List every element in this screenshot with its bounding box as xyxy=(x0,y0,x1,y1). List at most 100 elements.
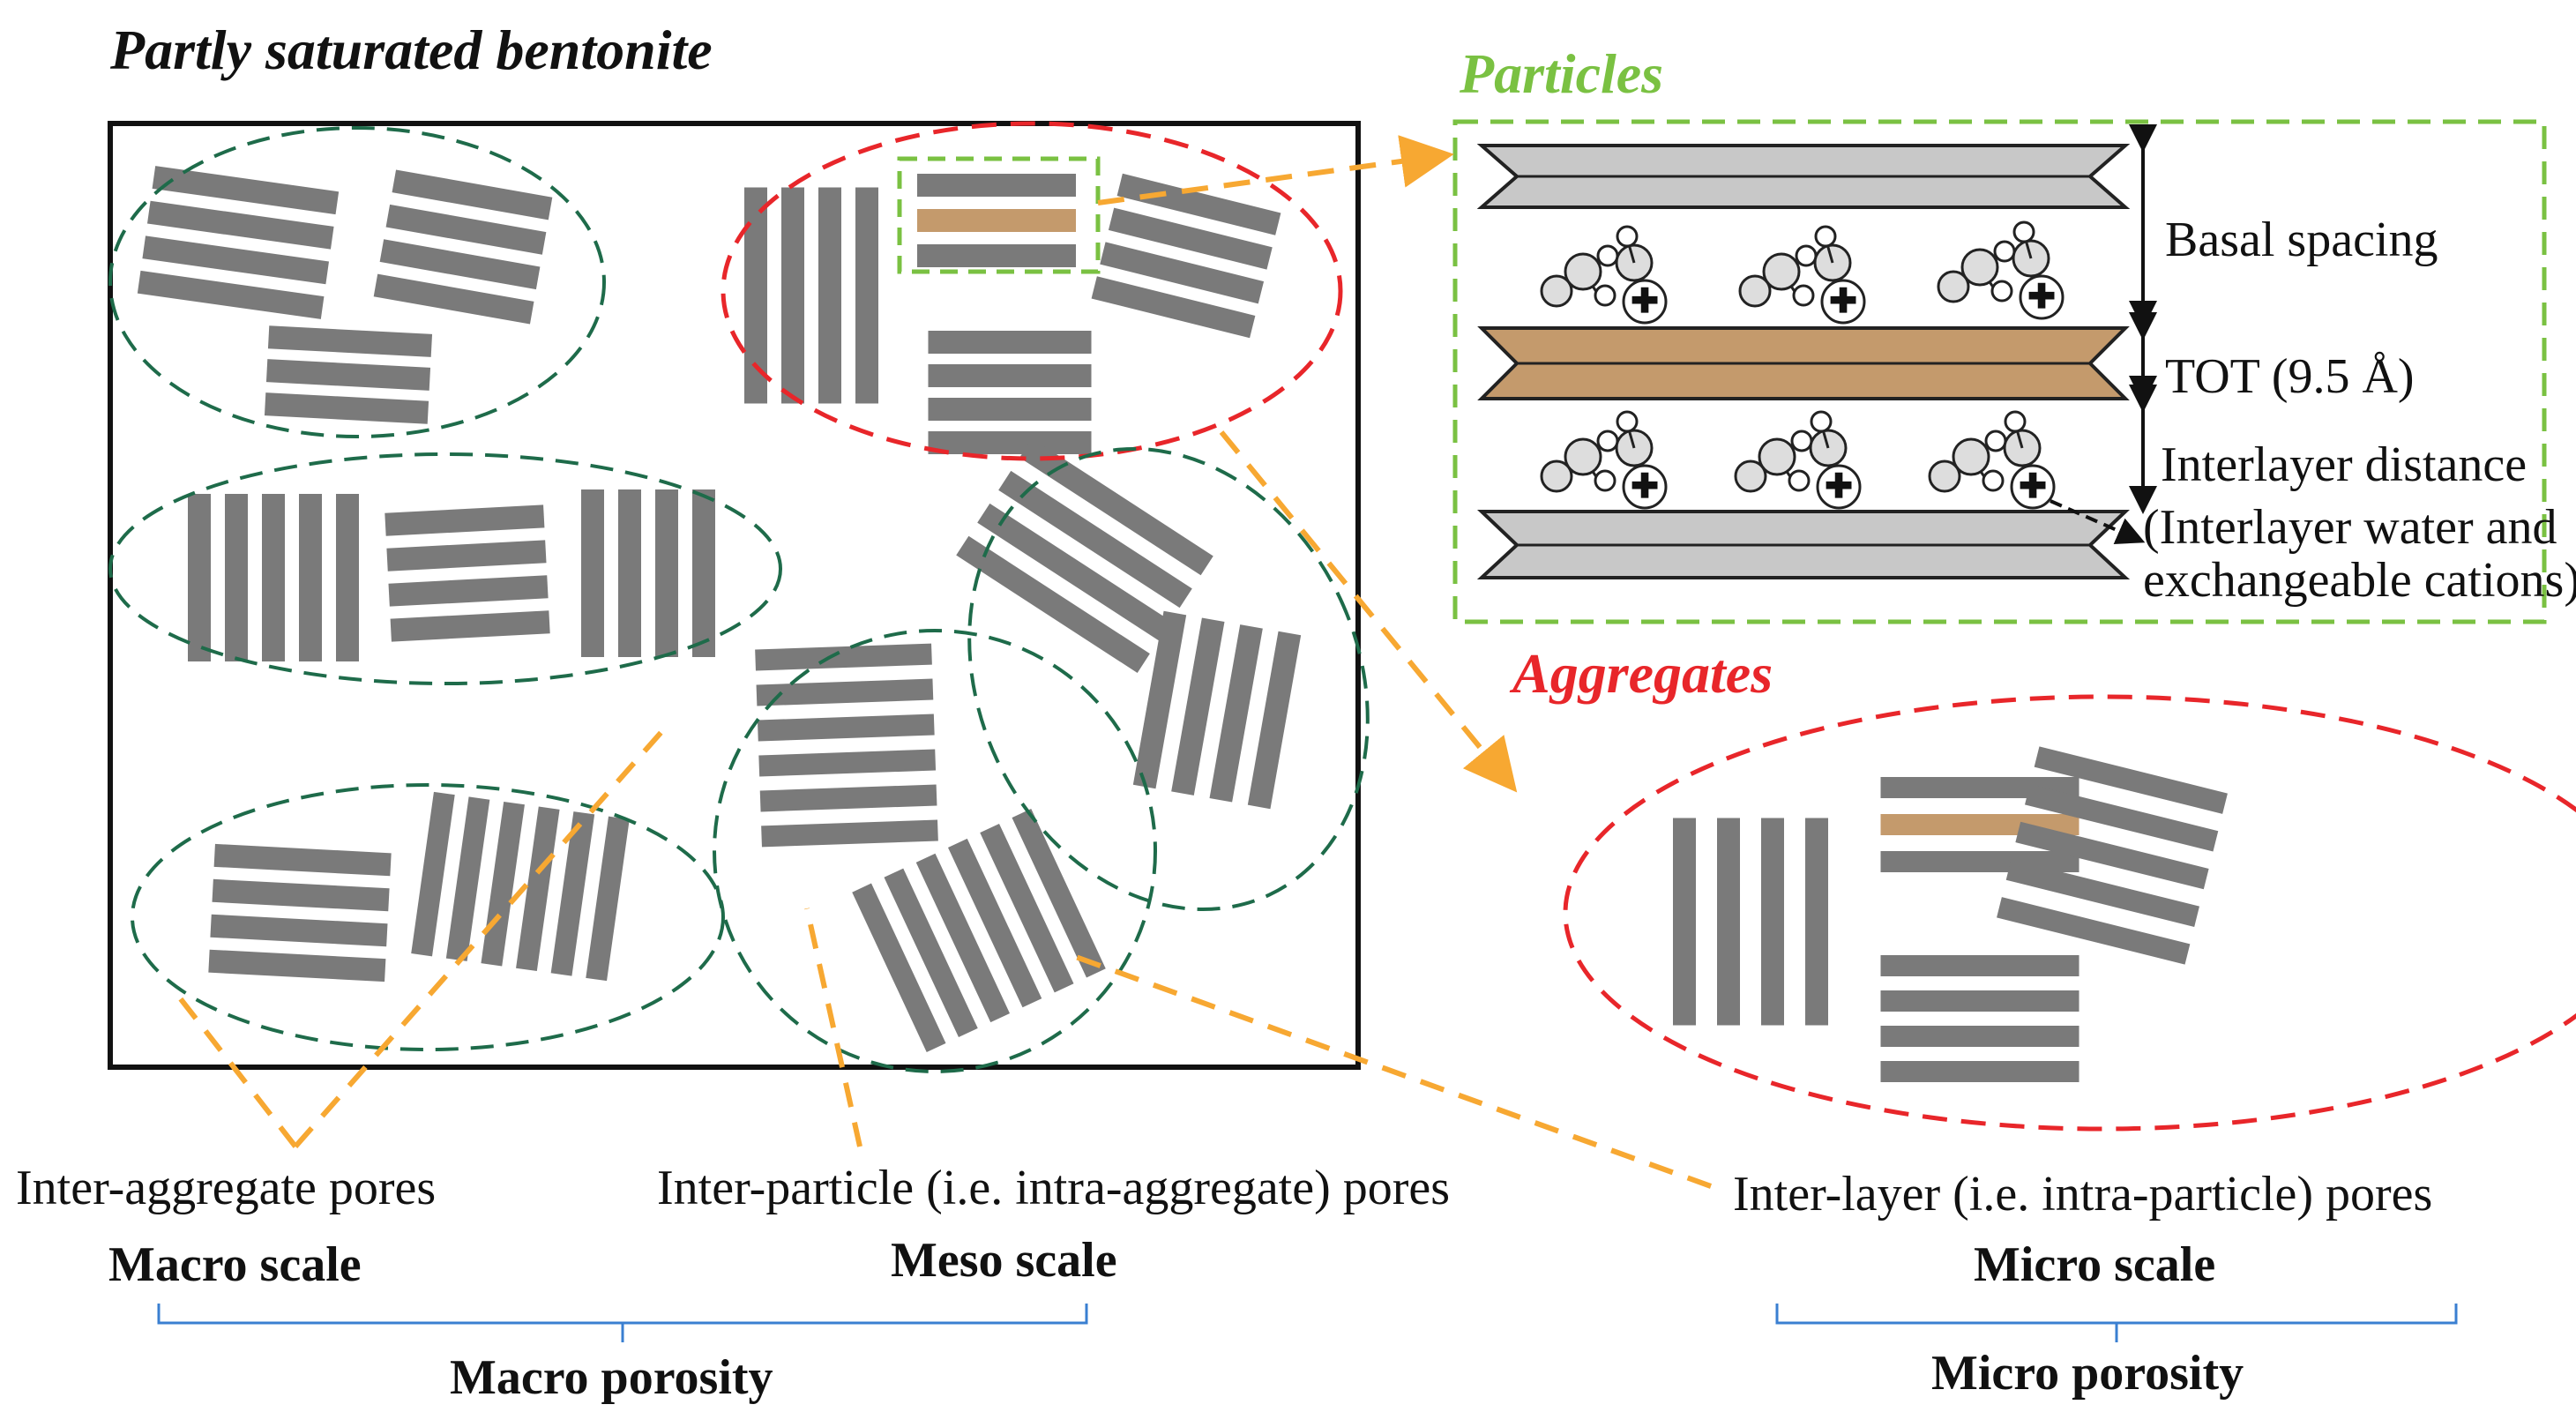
clay-layer xyxy=(756,678,934,706)
clay-layer xyxy=(385,204,547,255)
svg-text:✚: ✚ xyxy=(2027,279,2056,316)
particle-to-detail-arrow xyxy=(1097,135,1454,205)
clay-layer xyxy=(137,270,325,319)
clay-layer xyxy=(980,823,1074,993)
aggregate-outline-2 xyxy=(108,452,782,685)
clay-particle-stack xyxy=(755,643,938,848)
clay-layer xyxy=(208,949,386,982)
water-molecule-cluster: ✚ xyxy=(1738,225,1866,325)
clay-particle-stack xyxy=(917,174,1076,267)
clay-layer xyxy=(1019,438,1213,576)
particles-title: Particles xyxy=(1459,42,1663,105)
clay-layer xyxy=(264,392,429,424)
clay-layer xyxy=(2034,746,2228,814)
water-molecule-cluster: ✚ xyxy=(1540,410,1668,510)
clay-layer xyxy=(1717,818,1740,1026)
clay-layer xyxy=(744,187,767,404)
clay-layer xyxy=(761,819,938,848)
clay-layer xyxy=(550,811,595,976)
clay-particle-stack xyxy=(852,809,1106,1052)
clay-layer xyxy=(1880,955,2079,976)
clay-layer xyxy=(618,489,641,657)
micro-porosity-label: Micro porosity xyxy=(1931,1346,2244,1401)
clay-layer xyxy=(581,489,604,657)
inter-aggregate-pores-label: Inter-aggregate pores xyxy=(16,1161,436,1215)
clay-layer xyxy=(1100,242,1265,304)
clay-particle-stack xyxy=(373,169,553,325)
clay-layer xyxy=(1880,1026,2079,1047)
macro-pointer-a xyxy=(169,986,298,1148)
clay-layer xyxy=(1880,1061,2079,1082)
clay-particle-stack xyxy=(1880,955,2079,1082)
interlayer-note-pointer xyxy=(2050,499,2146,544)
clay-layer xyxy=(956,535,1150,673)
clay-layer xyxy=(336,494,359,661)
clay-layer xyxy=(385,504,545,536)
tot-sheet-middle xyxy=(1477,326,2130,400)
clay-particle-stack xyxy=(264,325,433,424)
clay-layer xyxy=(373,273,534,325)
clay-layer xyxy=(928,398,1092,421)
clay-layer xyxy=(146,200,334,250)
particle-selection-box xyxy=(897,156,1101,274)
svg-text:✚: ✚ xyxy=(1829,283,1857,320)
basal-spacing-label: Basal spacing xyxy=(2165,213,2438,267)
clay-layer xyxy=(445,796,490,961)
tot-label: TOT (9.5 Å) xyxy=(2165,349,2415,404)
connector-arrows xyxy=(169,135,1713,1189)
clay-layer xyxy=(759,784,937,812)
clay-layer xyxy=(692,489,715,657)
water-molecule-cluster: ✚ xyxy=(1937,220,2065,320)
aggregates-title: Aggregates xyxy=(1509,642,1773,705)
clay-layer xyxy=(781,187,804,404)
aggregate-to-detail-arrow xyxy=(1219,430,1518,793)
aggregate-outline-highlighted xyxy=(721,121,1343,461)
clay-layer xyxy=(998,470,1192,609)
aggregate-outline-5 xyxy=(131,783,725,1051)
clay-layer xyxy=(392,169,553,220)
clay-layer xyxy=(411,791,455,957)
water-molecule-cluster: ✚ xyxy=(1928,410,2056,510)
clay-layer xyxy=(855,187,878,404)
clay-particle-stack xyxy=(1673,818,1828,1026)
clay-layer xyxy=(655,489,678,657)
clay-particle-stack xyxy=(208,843,392,982)
clay-layer xyxy=(481,801,525,967)
clay-layer xyxy=(390,610,550,642)
meso-pointer xyxy=(804,908,862,1147)
clay-layer xyxy=(755,643,932,671)
clay-layer xyxy=(188,494,211,661)
clay-layer xyxy=(928,431,1092,454)
macro-porosity-bracket xyxy=(157,1304,1088,1342)
macro-porosity-label: Macro porosity xyxy=(450,1350,773,1405)
macro-scale-label: Macro scale xyxy=(108,1237,362,1292)
particles-detail-box xyxy=(1452,119,2547,624)
clay-layer xyxy=(1091,276,1256,339)
clay-layer xyxy=(267,325,433,357)
clay-particle-stack xyxy=(581,489,715,657)
clay-layer xyxy=(917,174,1076,197)
aggregate-outlines xyxy=(108,121,1370,1073)
clay-layer xyxy=(225,494,248,661)
inter-particle-pores-label: Inter-particle (i.e. intra-aggregate) po… xyxy=(657,1161,1450,1215)
clay-layer xyxy=(2015,821,2209,890)
macro-pointer-b xyxy=(293,730,664,1148)
interlayer-note-line2: exchangeable cations) xyxy=(2143,553,2576,608)
clay-layer xyxy=(852,883,946,1052)
clay-layer xyxy=(379,239,541,290)
micro-pointer xyxy=(1074,954,1713,1189)
clay-layer xyxy=(1805,818,1828,1026)
clay-particle-stack xyxy=(188,494,359,661)
clay-layer xyxy=(142,235,330,285)
clay-layer xyxy=(1116,173,1281,235)
clay-layer xyxy=(757,714,935,742)
clay-particle-stack xyxy=(744,187,878,404)
clay-layer xyxy=(1132,610,1187,789)
clay-particle-stack xyxy=(385,504,550,642)
clay-particle-stack xyxy=(1091,173,1281,339)
svg-text:✚: ✚ xyxy=(1631,468,1659,505)
clay-particle-stack xyxy=(1997,746,2228,965)
inter-layer-pores-label: Inter-layer (i.e. intra-particle) pores xyxy=(1733,1167,2432,1222)
clay-layer xyxy=(2025,784,2219,852)
svg-text:✚: ✚ xyxy=(2019,468,2047,505)
